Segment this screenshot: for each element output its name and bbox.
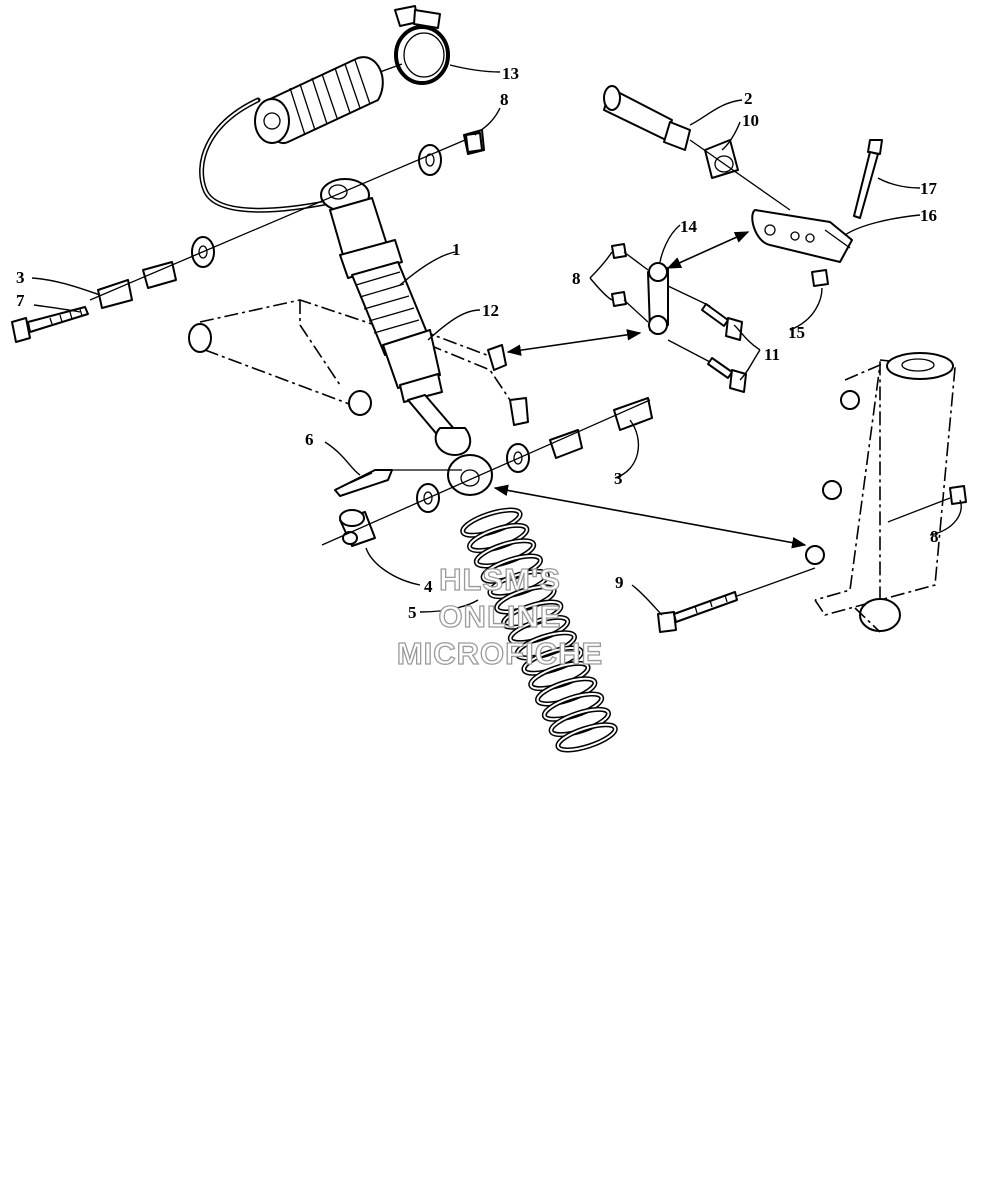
shock-absorber [320,178,493,496]
bolt-17 [853,139,883,219]
nut-15 [811,269,829,287]
callout-12: 12 [482,301,499,320]
callout-labels: 1 2 3 3 4 5 6 7 8 8 8 9 10 11 12 13 14 1… [16,64,939,622]
callout-3a: 3 [16,268,25,287]
callout-4: 4 [424,577,433,596]
bolt-9 [657,567,816,633]
bushing [339,509,376,547]
callout-8a: 8 [500,90,509,109]
callout-10: 10 [742,111,759,130]
callout-2: 2 [744,89,753,108]
callout-8c: 8 [930,527,939,546]
spring-coil-highlight [468,524,528,552]
lower-spacers [416,397,653,513]
lower-axis-line [321,399,651,546]
arrow-link-to-arm [506,329,642,356]
spring-coil-highlight [461,509,522,537]
callout-9: 9 [615,573,624,592]
callout-15: 15 [788,323,805,342]
nut-8 [465,132,967,505]
callout-6: 6 [305,430,314,449]
watermark-line-1: HLSM'S [439,562,561,597]
arrow-shock-to-spindle [493,484,807,549]
callout-7: 7 [16,291,25,310]
bolts-11 [701,303,747,393]
watermark: HLSM'S ONLINE MICROFICHE [396,561,603,671]
callout-14: 14 [680,217,698,236]
bolt [11,306,89,343]
spring-coil-highlight [550,708,610,736]
pin [334,469,393,497]
callout-13: 13 [502,64,519,83]
hose-clamp [394,5,450,85]
upper-axis-line [89,139,466,301]
reservoir-canister [254,56,403,145]
spring-coil-highlight [556,723,617,751]
callout-8b: 8 [572,269,581,288]
spring-coil-highlight [536,677,596,705]
callout-11: 11 [764,345,780,364]
link-rod [611,243,711,363]
callout-1: 1 [452,240,461,259]
watermark-line-3: MICROFICHE [397,636,603,671]
callout-16: 16 [920,206,937,225]
suspension-arm-phantom [188,299,529,426]
leader-lines [31,64,962,616]
spring-coil-highlight [543,693,603,721]
arrow-link-to-steering [666,231,750,269]
callout-17: 17 [920,179,938,198]
callout-5: 5 [408,603,417,622]
spindle-phantom [805,352,956,633]
steering-linkage [603,85,853,263]
watermark-line-2: ONLINE [438,599,561,634]
callout-3b: 3 [614,469,623,488]
